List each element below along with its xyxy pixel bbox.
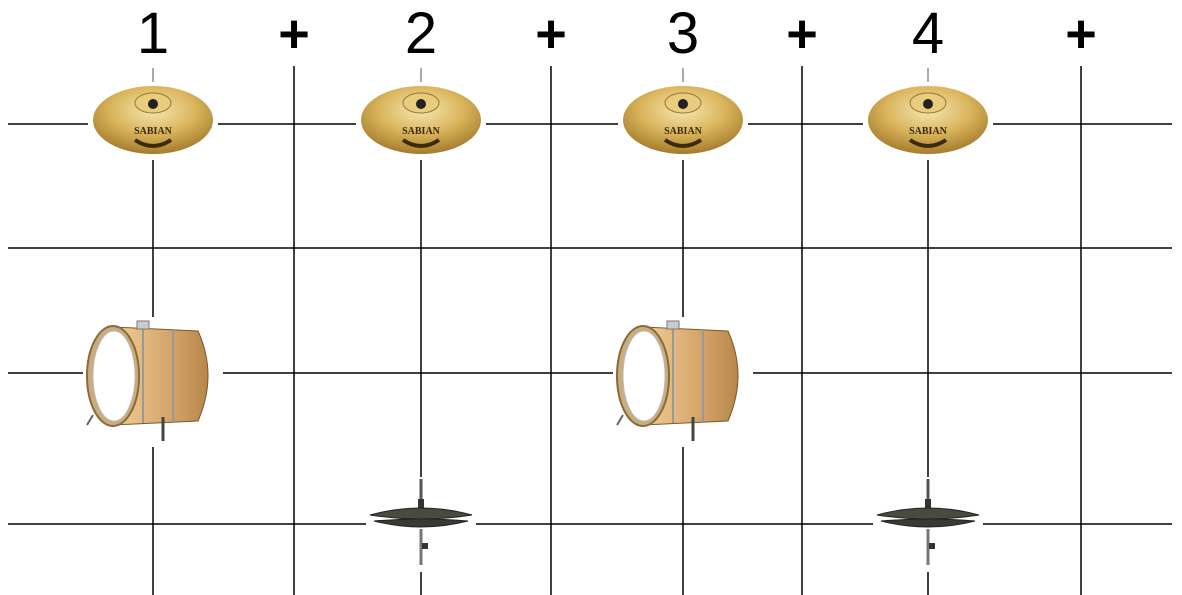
beat-count-label: 4 — [888, 2, 968, 66]
svg-text:SABIAN: SABIAN — [909, 126, 948, 137]
cymbal-icon: SABIAN — [356, 60, 486, 160]
and-count-label: + — [511, 2, 591, 66]
cymbal-icon: SABIAN — [88, 60, 218, 160]
and-count-label: + — [1041, 2, 1121, 66]
bass-drum-icon — [613, 317, 753, 447]
and-count-label: + — [762, 2, 842, 66]
cymbal-icon: SABIAN — [618, 60, 748, 160]
hi-hat-icon — [873, 477, 983, 572]
beat-count-label: 3 — [643, 2, 723, 66]
svg-text:SABIAN: SABIAN — [134, 126, 173, 137]
svg-text:SABIAN: SABIAN — [664, 126, 703, 137]
hi-hat-icon — [366, 477, 476, 572]
svg-text:SABIAN: SABIAN — [402, 126, 441, 137]
beat-count-label: 1 — [113, 2, 193, 66]
cymbal-icon: SABIAN — [863, 60, 993, 160]
and-count-label: + — [254, 2, 334, 66]
beat-count-label: 2 — [381, 2, 461, 66]
bass-drum-icon — [83, 317, 223, 447]
